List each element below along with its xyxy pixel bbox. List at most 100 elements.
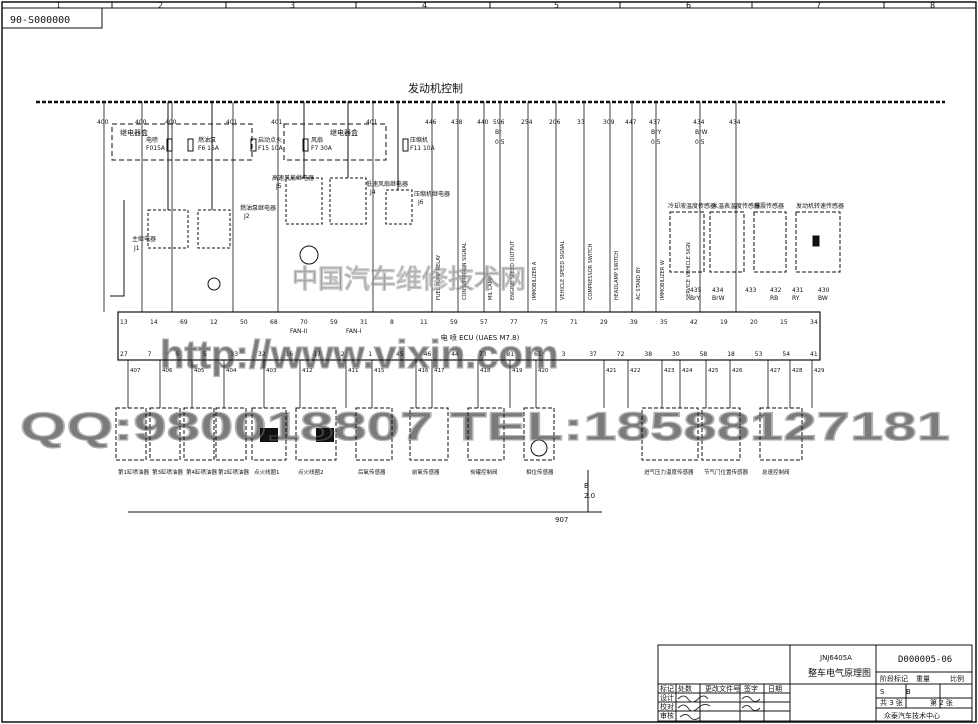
ecu-pin-top: 19: [720, 319, 728, 326]
fuse-rating: F7 30A: [311, 145, 333, 152]
sensor-wire-id: 430: [818, 287, 830, 294]
column-grid: [111, 2, 885, 8]
fuse-label: 启动点火: [258, 136, 282, 144]
bottom-wire-id: 407: [130, 368, 141, 374]
tb-header-label: 标记: [660, 684, 674, 693]
watermark: 中国汽车维修技术网 http://www.vixin.com QQ:980018…: [19, 264, 950, 450]
tb-header-label: 更改文件号: [705, 684, 740, 693]
col-4: 4: [422, 1, 427, 10]
bottom-wire-id: 411: [348, 368, 359, 374]
col-3: 3: [290, 1, 295, 10]
top-wire-id: 254: [521, 119, 533, 126]
ecu-pin-bottom: 18: [727, 351, 735, 358]
signature-scribbles: [677, 695, 761, 720]
sensor-top-label: 冷却液温度传感器: [668, 202, 716, 210]
bottom-wire-id: 420: [538, 368, 549, 374]
signal-label: HEADLAMP SWITCH: [614, 251, 620, 300]
top-wire-id: 438: [451, 119, 463, 126]
relay-name: 燃油泵继电器: [240, 204, 276, 212]
sheet-number: 第 2 张: [930, 698, 953, 707]
ecu-pin-bottom: 37: [589, 351, 597, 358]
ecu-pin-bottom: 41: [810, 351, 818, 358]
component-box: [409, 407, 449, 461]
top-wire-size: 0.5: [695, 139, 705, 146]
ecu-block: [117, 311, 821, 361]
ground-size: 2.0: [584, 492, 595, 500]
bottom-wire-id: 421: [606, 368, 617, 374]
col-7: 7: [816, 1, 821, 10]
component-box: [759, 407, 803, 461]
tb-header-label: 处数: [678, 684, 692, 693]
ecu-pin-bottom: 2: [341, 351, 345, 358]
ecu-pin-top: 77: [510, 319, 518, 326]
sensor-top-label: 发动机转速传感器: [796, 202, 844, 210]
ecu-pin-top: 42: [690, 319, 698, 326]
fuel-pump-motor-icon: [207, 277, 221, 291]
fuse-symbol: [166, 138, 173, 152]
speed-sensor-magnet-icon: [812, 235, 820, 247]
engine-speed-sensor-symbol: [795, 211, 841, 273]
bottom-wire-id: 424: [682, 368, 693, 374]
fuel-pump-relay-symbol: [197, 209, 231, 249]
ignition-coil-icon: [260, 428, 278, 442]
ignition-coil-icon: [316, 428, 334, 442]
tb-row-label: 校对: [660, 702, 674, 711]
ecu-pin-bottom: 54: [782, 351, 790, 358]
ecu-pin-top: 12: [210, 319, 218, 326]
sensor-wire-id: 431: [792, 287, 804, 294]
tb-scale-value: B: [906, 688, 911, 696]
bottom-wire-id: 429: [814, 368, 825, 374]
relay-box-2-label: 继电器盒: [330, 128, 358, 137]
sensor-top-label: 水温表温度传感器: [712, 202, 760, 210]
signal-label: ENGINE SPEED OUTPUT: [510, 240, 516, 300]
ecu-pin-top: 57: [480, 319, 488, 326]
bottom-wire-id: 406: [162, 368, 173, 374]
ecu-pin-top: 15: [780, 319, 788, 326]
ecu-pin-bottom: 53: [755, 351, 763, 358]
watermark-url: http://www.vixin.com: [160, 333, 559, 377]
col-1: 1: [56, 1, 61, 10]
ecu-pin-bottom: 32: [258, 351, 266, 358]
bottom-wire-id: 403: [266, 368, 277, 374]
ecu-pin-top: 34: [810, 319, 818, 326]
tb-header-label: 日期: [768, 685, 782, 693]
ecu-pin-bottom: 17: [313, 351, 321, 358]
relay-name: 低速风扇继电器: [366, 180, 408, 188]
doc-id: 90-S000000: [10, 15, 70, 26]
top-wire-id: 440: [477, 119, 489, 126]
bottom-wire-id: 427: [770, 368, 781, 374]
fuse-symbol: [402, 138, 409, 152]
ecu-pin-bottom: 27: [120, 351, 128, 358]
sensor-wire-color: BrY: [690, 295, 701, 302]
ecu-pin-top: 59: [330, 319, 338, 326]
ground-label: B: [584, 482, 589, 490]
sensor-wire-id: 435: [690, 287, 702, 294]
ecu-pin-bottom: 81: [506, 351, 514, 358]
sensor-wire-id: 434: [712, 287, 724, 294]
watermark-name: 中国汽车维修技术网: [292, 264, 526, 294]
component-label: 点火线圈1: [254, 468, 280, 476]
component-box: [467, 407, 505, 461]
bottom-wire-id: 416: [418, 368, 429, 374]
top-wire-id: 447: [625, 119, 637, 126]
bottom-wire-id: 417: [434, 368, 445, 374]
component-box: [251, 407, 287, 461]
component-box: [183, 407, 215, 461]
sheet-total: 共 3 张: [880, 698, 903, 707]
fuse-rating: F6 15A: [198, 145, 220, 152]
ecu-pin-top: 70: [300, 319, 308, 326]
component-label: 第3缸喷油器: [152, 468, 183, 476]
top-wire-color: BrY: [651, 129, 662, 136]
component-label: 炭罐控制阀: [470, 468, 498, 476]
fuse-symbol: [302, 138, 309, 152]
ecu-pin-top: 59: [450, 319, 458, 326]
component-label: 点火线圈2: [298, 468, 324, 476]
component-label: 怠速控制阀: [762, 468, 790, 476]
relay-box-2: [283, 123, 387, 161]
low-fan-relay-symbol: [329, 177, 367, 225]
signal-label: COMPRESSOR SWITCH: [588, 243, 594, 300]
tb-row-label: 审核: [660, 711, 674, 720]
